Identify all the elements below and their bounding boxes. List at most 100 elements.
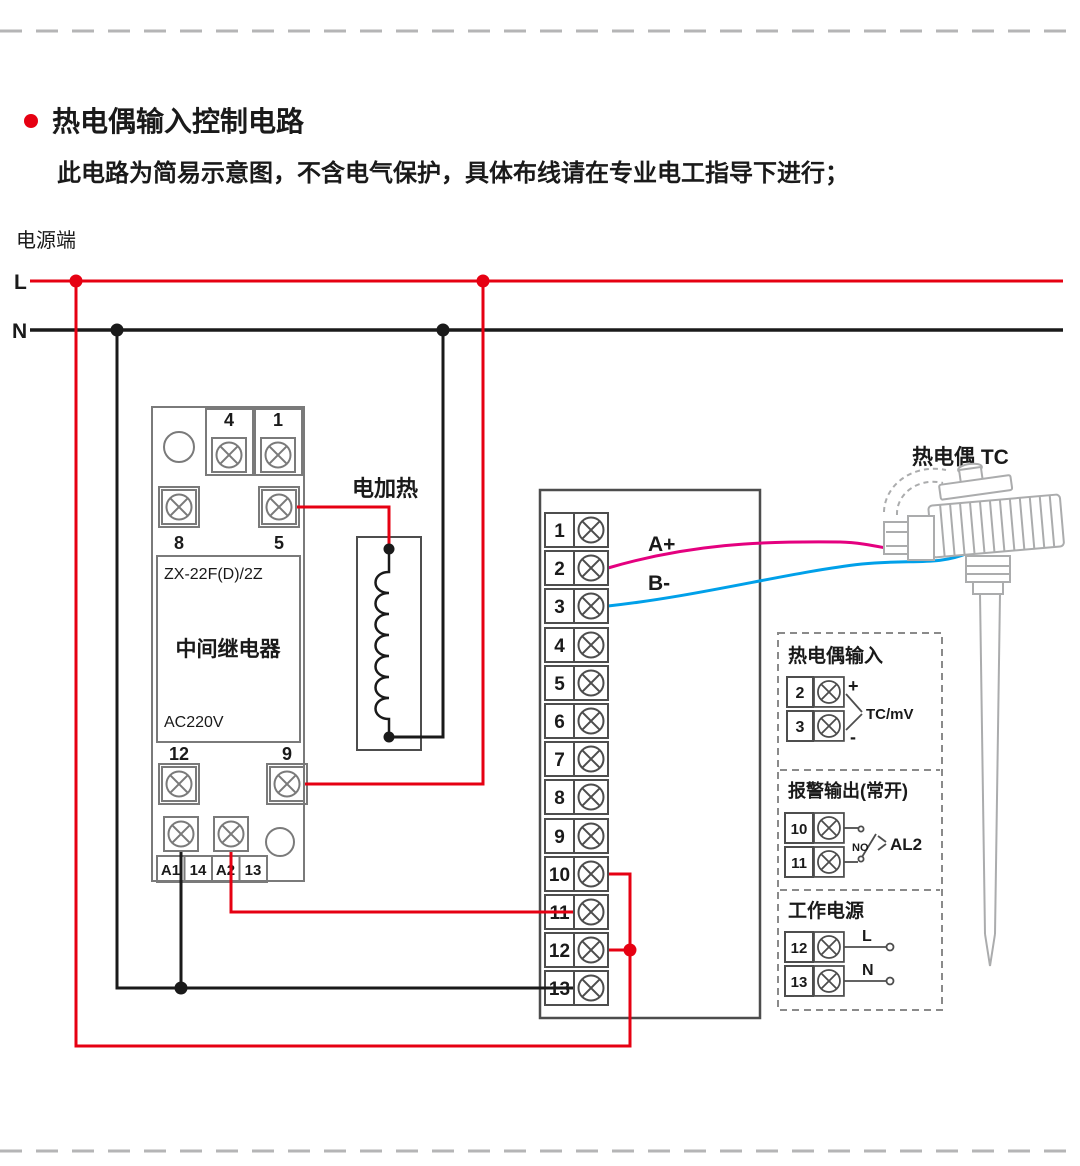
terminal-row-2: 2 (544, 550, 575, 586)
tc-bracket-line (845, 713, 863, 731)
alarm-contact-blade (861, 833, 877, 858)
alarm-contact-point (857, 825, 865, 833)
legend-alarm-output: 报警输出(常开) 10 11 NO AL2 (784, 780, 922, 878)
a-plus-label: A+ (648, 533, 675, 556)
screw-terminal-icon (573, 512, 609, 548)
screw-terminal-icon (260, 437, 296, 473)
screw-terminal-icon (573, 550, 609, 586)
screw-terminal-icon (161, 489, 197, 525)
screw-terminal-icon (813, 812, 845, 844)
terminal-row-12: 12 (544, 932, 575, 968)
electric-heater: 电加热 (352, 476, 422, 751)
screw-terminal-icon (211, 437, 247, 473)
terminal-number: 12 (549, 941, 570, 962)
alarm-bracket-line (877, 835, 887, 843)
relay-mount-hole-top (163, 431, 195, 463)
screw-terminal-icon (573, 588, 609, 624)
line-l-label: L (14, 271, 27, 294)
alarm-output-label: AL2 (890, 835, 922, 854)
legend-terminal3: 3 (796, 719, 805, 736)
supply-l-node (885, 942, 895, 952)
relay-terminal12-label: 12 (169, 744, 189, 764)
relay-terminal8-cell (158, 486, 200, 528)
screw-terminal-icon (573, 627, 609, 663)
junction-dot-black (436, 323, 450, 337)
screw-terminal-icon (813, 965, 845, 997)
terminal-row-6: 6 (544, 703, 575, 739)
relay-terminal4-label: 4 (224, 410, 234, 430)
heater-coil (374, 549, 391, 737)
tc-minus-label: - (850, 727, 856, 747)
screw-terminal-icon (573, 741, 609, 777)
power-label: 电源端 (16, 229, 76, 252)
screw-terminal-icon (573, 665, 609, 701)
terminal-number: 10 (549, 865, 570, 886)
relay-terminal9-label: 9 (282, 744, 292, 764)
screw-terminal-icon (261, 489, 297, 525)
junction-dot-red (623, 943, 637, 957)
junction-dot-black (110, 323, 124, 337)
tc-neck (965, 555, 1011, 595)
terminal-number: 4 (554, 636, 565, 657)
terminal-row-8: 8 (544, 779, 575, 815)
terminal-row-4: 4 (544, 627, 575, 663)
terminal-row-3: 3 (544, 588, 575, 624)
legend-alarm-title: 报警输出(常开) (788, 780, 908, 801)
terminal-row-7: 7 (544, 741, 575, 777)
screw-terminal-icon (573, 932, 609, 968)
tc-dashed-arc (895, 480, 944, 516)
screw-terminal-icon (813, 676, 845, 708)
screw-terminal-icon (813, 846, 845, 878)
heater-label: 电加热 (352, 476, 418, 501)
tc-probe (979, 593, 1001, 967)
tc-dashed-arc (883, 467, 947, 513)
supply-n-node (885, 976, 895, 986)
legend-working-power: 工作电源 12 L 13 N (784, 899, 895, 997)
junction-dot-black (174, 981, 188, 995)
screw-terminal-icon (573, 779, 609, 815)
legend-terminal13: 13 (791, 974, 808, 991)
terminal-number: 5 (554, 674, 565, 695)
relay-model: ZX-22F(D)/2Z (164, 566, 263, 583)
alarm-no-label: NO (852, 842, 869, 854)
screw-terminal-icon (213, 816, 249, 852)
relay-mount-hole-bottom (265, 827, 295, 857)
terminal-row-9: 9 (544, 818, 575, 854)
wire-n-to-heater (389, 330, 445, 739)
relay-terminal1-cell (254, 408, 303, 476)
terminal-number: 1 (554, 521, 565, 542)
page-subtitle: 此电路为简易示意图，不含电气保护，具体布线请在专业电工指导下进行； (57, 159, 849, 187)
legend-terminal12: 12 (791, 940, 808, 957)
terminal-number: 6 (554, 712, 565, 733)
header: 热电偶输入控制电路 此电路为简易示意图，不含电气保护，具体布线请在专业电工指导下… (24, 105, 849, 187)
relay-voltage: AC220V (164, 714, 224, 731)
legend-supply-title: 工作电源 (788, 899, 864, 922)
screw-terminal-icon (163, 816, 199, 852)
legend-tc-input: 热电偶输入 2 + 3 - TC/mV (786, 644, 914, 747)
legend-tc-input-title: 热电偶输入 (788, 644, 883, 667)
wire-relay5-to-heater (296, 505, 391, 549)
thermocouple: 热电偶 TC (883, 445, 1065, 967)
terminal-number: 8 (554, 788, 565, 809)
relay-terminal-a1-label: A1 (161, 862, 180, 879)
relay-terminal14-label: 14 (190, 862, 207, 879)
terminal-row-5: 5 (544, 665, 575, 701)
screw-terminal-icon (813, 710, 845, 742)
wire-l-to-relay9 (301, 281, 485, 786)
screw-terminal-icon (813, 931, 845, 963)
alarm-contact-point (857, 855, 865, 863)
screw-terminal-icon (573, 703, 609, 739)
tc-side-fitting (883, 515, 935, 561)
tc-plus-label: + (848, 676, 859, 696)
screw-terminal-icon (269, 766, 305, 802)
terminal-number: 3 (554, 597, 565, 618)
relay-terminal8-label: 8 (174, 533, 184, 553)
screw-terminal-icon (573, 970, 609, 1006)
junction-dots (69, 274, 637, 995)
junction-dot-red (476, 274, 490, 288)
screw-terminal-icon (573, 894, 609, 930)
wire-a2-to-terminal11 (229, 851, 575, 914)
b-minus-label: B- (648, 572, 670, 595)
heater-bottom-terminal-dot (383, 731, 395, 743)
thermocouple-label: 热电偶 TC (912, 445, 1009, 469)
